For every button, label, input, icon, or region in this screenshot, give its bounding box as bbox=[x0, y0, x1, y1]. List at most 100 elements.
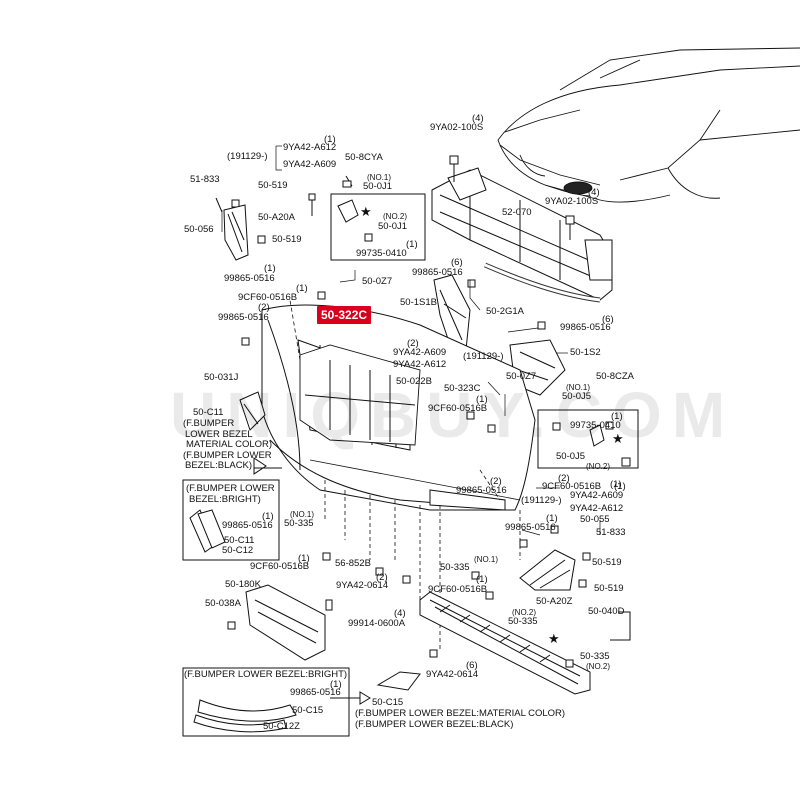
note-label: (F.BUMPER LOWER bbox=[186, 483, 275, 494]
part-number[interactable]: 9CF60-0516B bbox=[428, 584, 488, 595]
part-number[interactable]: 50-519 bbox=[258, 180, 288, 191]
part-number[interactable]: 9YA42-A609 bbox=[570, 490, 624, 501]
part-number[interactable]: 9YA42-A612 bbox=[283, 142, 337, 153]
part-number[interactable]: 9CF60-0516B bbox=[238, 292, 298, 303]
qty-label: (1) bbox=[264, 263, 276, 274]
part-number[interactable]: 51-833 bbox=[190, 174, 220, 185]
part-number[interactable]: 50-519 bbox=[592, 557, 622, 568]
part-number[interactable]: 50-8CZA bbox=[596, 371, 635, 382]
part-number[interactable]: 9YA42-0614 bbox=[426, 669, 479, 680]
part-number[interactable]: 99865-0516 bbox=[560, 322, 611, 333]
part-number[interactable]: 99865-0516 bbox=[218, 312, 269, 323]
part-number[interactable]: 99914-0600A bbox=[348, 618, 406, 629]
part-number[interactable]: 50-A20Z bbox=[536, 596, 573, 607]
part-number[interactable]: 50-0J1 bbox=[378, 221, 408, 232]
qty-label: (1) bbox=[296, 283, 308, 294]
part-number[interactable]: 50-0Z7 bbox=[506, 371, 537, 382]
part-number[interactable]: 50-335 bbox=[440, 562, 470, 573]
part-number[interactable]: 50-1S1B bbox=[400, 297, 437, 308]
note-label: (F.BUMPER LOWER BEZEL:MATERIAL COLOR) bbox=[355, 708, 566, 719]
qty-label: (6) bbox=[466, 660, 478, 671]
part-number[interactable]: 9YA02-100S bbox=[545, 196, 599, 207]
leader-lines bbox=[221, 145, 601, 536]
part-number[interactable]: 99735-0410 bbox=[356, 248, 407, 259]
qty-label: (4) bbox=[472, 113, 484, 124]
note-label: LOWER BEZEL bbox=[185, 429, 253, 440]
license-plate-bracket bbox=[227, 584, 333, 661]
highlighted-part-number[interactable]: 50-322C bbox=[317, 306, 372, 324]
part-number[interactable]: 50-323C bbox=[444, 383, 481, 394]
star-mark: ★ bbox=[548, 631, 560, 646]
part-number[interactable]: 50-C12 bbox=[222, 545, 254, 556]
bumper-reinforcement bbox=[431, 167, 613, 303]
callout-box bbox=[537, 409, 639, 469]
part-number[interactable]: 50-038A bbox=[205, 598, 241, 609]
part-number[interactable]: 9YA42-A609 bbox=[283, 159, 337, 170]
qty-label: (2) bbox=[258, 302, 270, 313]
lower-bezel-molding bbox=[376, 671, 421, 691]
qty-label: (6) bbox=[451, 257, 463, 268]
part-number[interactable]: 99865-0516 bbox=[505, 522, 556, 533]
part-number[interactable]: 50-022B bbox=[396, 376, 432, 387]
right-lower-bracket bbox=[519, 525, 591, 591]
watermark: UNIQBUY.COM bbox=[170, 379, 736, 451]
qty-label: (2) bbox=[407, 338, 419, 349]
variant-label: (NO.1) bbox=[367, 173, 391, 182]
guide-lines bbox=[289, 299, 521, 650]
part-number[interactable]: 50-335 bbox=[284, 518, 314, 529]
lower-bezel-bright bbox=[189, 509, 226, 553]
part-number[interactable]: 9YA42-A612 bbox=[570, 503, 624, 514]
part-number[interactable]: 50-335 bbox=[508, 616, 538, 627]
part-number[interactable]: 50-180K bbox=[225, 579, 261, 590]
part-number[interactable]: 9YA42-A609 bbox=[393, 347, 447, 358]
part-number[interactable]: 50-C15 bbox=[372, 697, 404, 708]
part-number[interactable]: 50-0Z7 bbox=[362, 276, 393, 287]
part-number[interactable]: 99735-0410 bbox=[570, 420, 621, 431]
part-number[interactable]: 50-0J5 bbox=[562, 391, 592, 402]
part-number[interactable]: 50-2G1A bbox=[486, 306, 525, 317]
qty-label: (1) bbox=[546, 513, 558, 524]
part-number[interactable]: 9CF60-0516B bbox=[428, 403, 488, 414]
part-number[interactable]: 9CF60-0516B bbox=[250, 561, 310, 572]
part-number[interactable]: 9CF60-0516B bbox=[542, 481, 602, 492]
part-number[interactable]: 50-056 bbox=[184, 224, 214, 235]
qty-label: (1) bbox=[324, 134, 336, 145]
grille-support bbox=[299, 344, 421, 446]
qty-label: (6) bbox=[602, 314, 614, 325]
part-number[interactable]: 9YA42-0614 bbox=[336, 580, 389, 591]
part-number[interactable]: 56-852B bbox=[335, 558, 371, 569]
part-number[interactable]: 50-C15 bbox=[292, 705, 324, 716]
variant-label: (NO.2) bbox=[383, 212, 407, 221]
part-number[interactable]: 50-C11 bbox=[193, 407, 224, 418]
part-number[interactable]: 50-C12Z bbox=[263, 721, 300, 732]
part-number[interactable]: 50-0J1 bbox=[363, 181, 393, 192]
lower-bezel-left bbox=[239, 391, 266, 431]
note-label: BEZEL:BLACK) bbox=[185, 460, 253, 471]
qty-label: (1) bbox=[476, 394, 488, 405]
part-number[interactable]: 99865-0516 bbox=[290, 687, 341, 698]
part-number[interactable]: 50-335 bbox=[580, 651, 610, 662]
part-number[interactable]: 99865-0516 bbox=[412, 267, 463, 278]
variant-label: (NO.1) bbox=[566, 383, 590, 392]
part-number[interactable]: 50-A20A bbox=[258, 212, 295, 223]
part-number[interactable]: 50-519 bbox=[594, 583, 624, 594]
note-label: (F.BUMPER LOWER bbox=[183, 450, 272, 461]
part-number[interactable]: 50-C11 bbox=[224, 535, 255, 546]
part-number[interactable]: 50-040D bbox=[588, 606, 625, 617]
part-number[interactable]: 50-031J bbox=[204, 372, 239, 383]
part-number[interactable]: 50-1S2 bbox=[570, 347, 601, 358]
part-number[interactable]: 50-0J5 bbox=[556, 451, 586, 462]
part-number[interactable]: 9YA02-100S bbox=[430, 122, 484, 133]
part-number[interactable]: 99865-0516 bbox=[222, 520, 273, 531]
part-number[interactable]: 9YA42-A612 bbox=[393, 359, 447, 370]
part-number[interactable]: 50-519 bbox=[272, 234, 302, 245]
part-number[interactable]: 51-833 bbox=[596, 527, 626, 538]
screw-icon bbox=[322, 552, 574, 668]
part-number[interactable]: 99865-0516 bbox=[224, 273, 275, 284]
part-number[interactable]: 50-8CYA bbox=[345, 152, 383, 163]
part-number[interactable]: 52-070 bbox=[502, 207, 532, 218]
part-number[interactable]: 99865-0516 bbox=[456, 485, 507, 496]
part-number[interactable]: 50-055 bbox=[580, 514, 610, 525]
